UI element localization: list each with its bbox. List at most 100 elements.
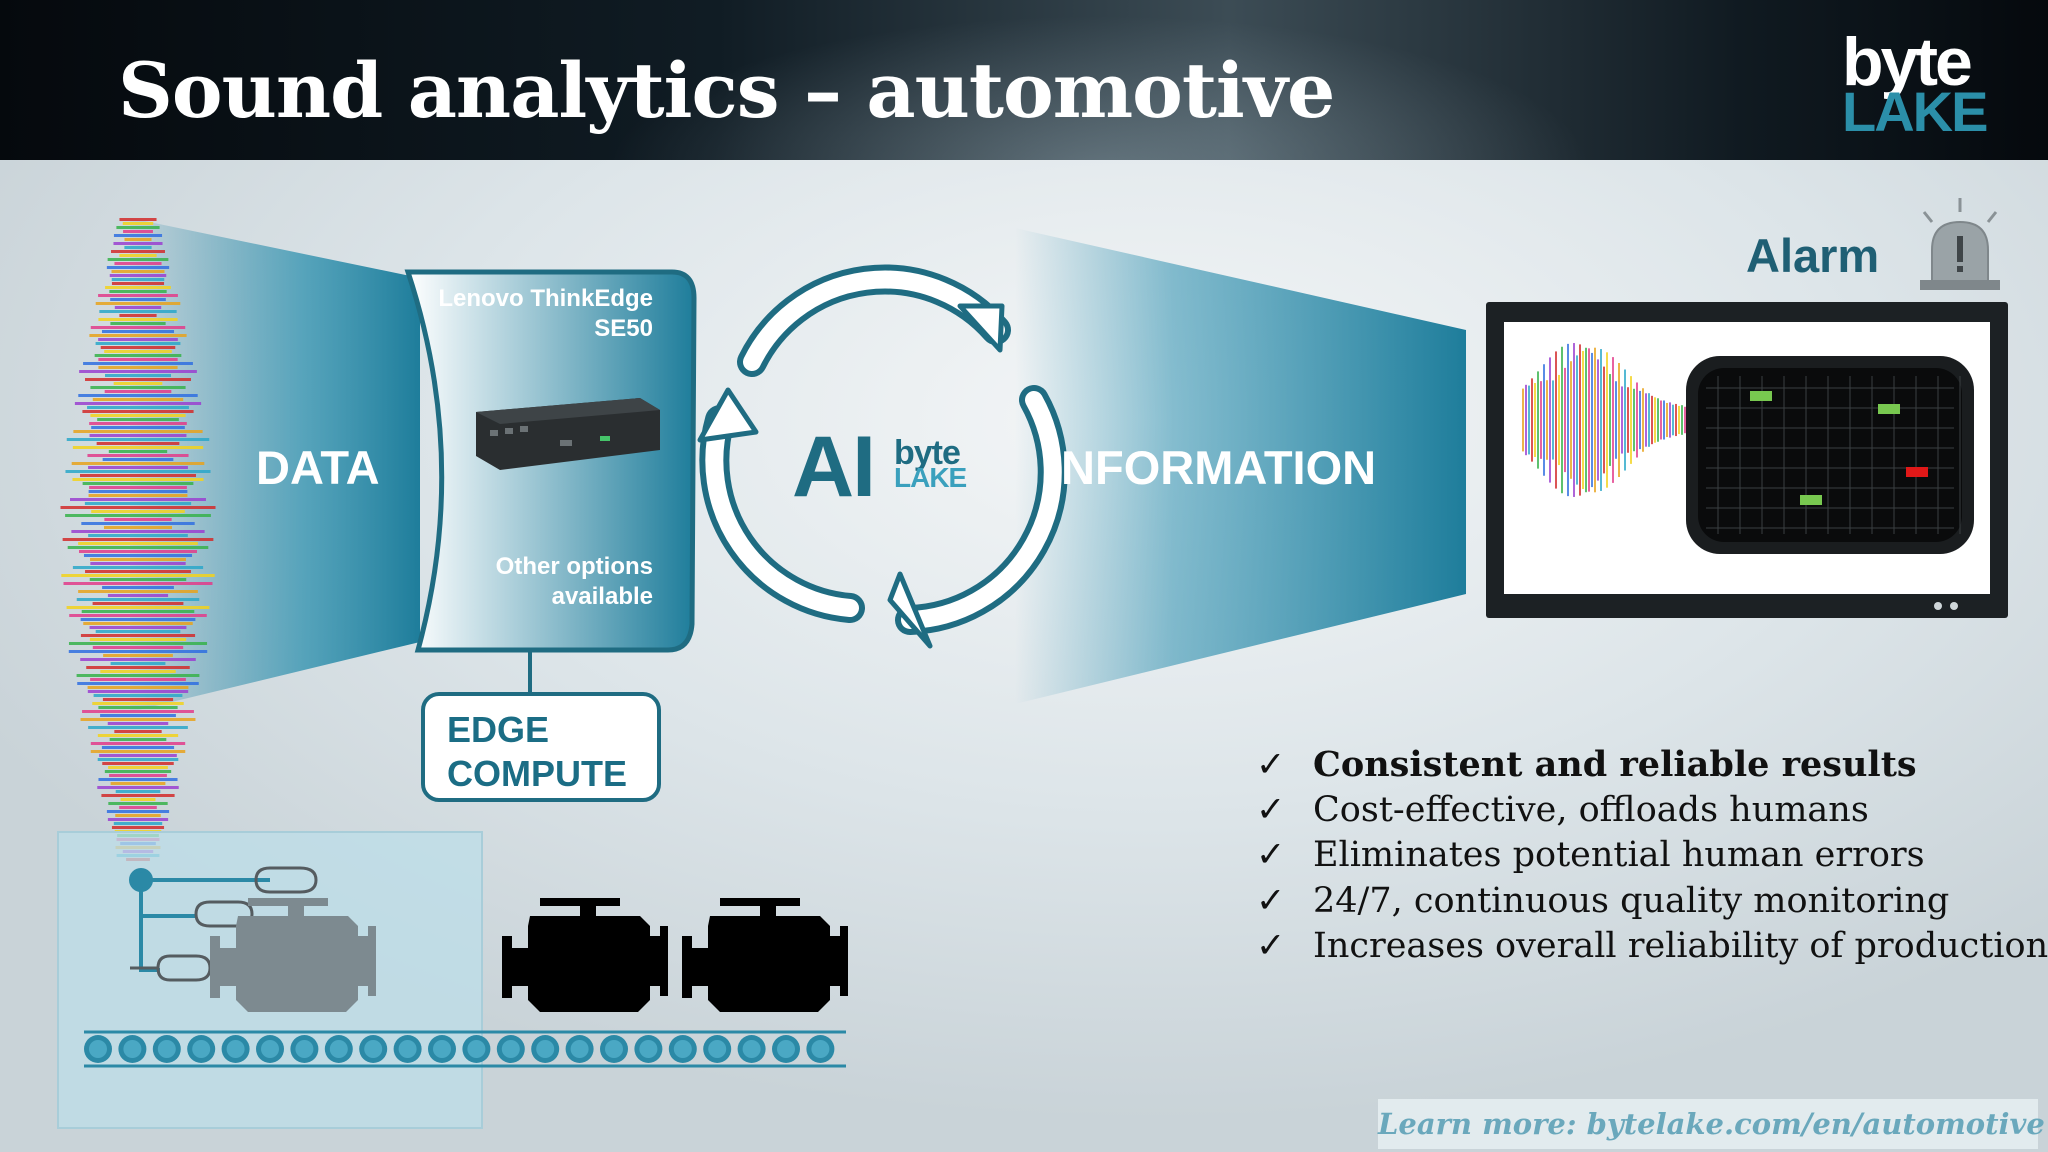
waveform-bar <box>89 638 187 641</box>
waveform-bar <box>83 622 193 625</box>
waveform-bar <box>66 438 210 441</box>
waveform-bar <box>83 554 193 557</box>
waveform-bar <box>91 426 185 429</box>
waveform-bar <box>90 558 186 561</box>
waveform-bar <box>90 414 186 417</box>
waveform-bar <box>101 330 175 333</box>
logo-lake-text: LAKE <box>1842 80 1988 143</box>
waveform-bar <box>63 582 213 585</box>
waveform-bar <box>70 498 206 501</box>
conveyor-roller-center <box>536 1040 555 1058</box>
waveform-bar <box>1549 357 1551 483</box>
waveform-bar <box>92 646 184 649</box>
waveform-bar <box>107 258 169 261</box>
learn-more-link[interactable]: Learn more: bytelake.com/en/automotive <box>1378 1099 2045 1149</box>
waveform-bar <box>89 626 187 629</box>
waveform-bar <box>80 474 196 477</box>
waveform-bar <box>103 654 173 657</box>
waveform-bar <box>1561 346 1563 494</box>
waveform-bar <box>86 666 190 669</box>
waveform-bar <box>100 670 176 673</box>
waveform-bar <box>71 530 205 533</box>
waveform-bar <box>1528 385 1530 455</box>
waveform-bar <box>1588 348 1590 492</box>
waveform-bar <box>108 802 168 805</box>
waveform-bar <box>1591 352 1593 488</box>
waveform-bar <box>1600 349 1602 491</box>
waveform-bar <box>1633 388 1635 452</box>
waveform-bar <box>104 390 172 393</box>
waveform-bar <box>111 826 165 829</box>
waveform-bar <box>107 594 169 597</box>
waveform-bar <box>109 774 167 777</box>
waveform-bar <box>89 578 187 581</box>
waveform-bar <box>1636 382 1638 458</box>
conveyor-roller-center <box>295 1040 314 1058</box>
waveform-bar <box>82 710 194 713</box>
benefit-text: Cost-effective, offloads humans <box>1313 789 1869 830</box>
engine-queued-icon <box>502 898 668 1012</box>
waveform-bar <box>95 302 181 305</box>
waveform-bar <box>1567 343 1569 497</box>
benefit-text: 24/7, continuous quality monitoring <box>1313 880 1950 921</box>
benefit-item: ✓Cost-effective, offloads humans <box>1256 788 2048 834</box>
slide-title: Sound analytics – automotive <box>118 46 1335 135</box>
waveform-bar <box>102 458 174 461</box>
waveform-bar <box>98 358 178 361</box>
ai-logo-lake-text: LAKE <box>894 462 967 493</box>
waveform-bar <box>1570 361 1572 479</box>
waveform-bar <box>94 354 182 357</box>
benefit-item: ✓Eliminates potential human errors <box>1256 833 2048 879</box>
waveform-bar <box>1537 371 1539 469</box>
conveyor-roller-center <box>329 1040 348 1058</box>
waveform-bar <box>98 778 178 781</box>
check-icon: ✓ <box>1256 745 1286 785</box>
waveform-bar <box>1642 388 1644 452</box>
conveyor-roller-center <box>157 1040 176 1058</box>
defect-grid <box>1686 356 1974 554</box>
waveform-bar <box>90 326 186 329</box>
waveform-bar <box>1678 405 1680 435</box>
waveform-bar <box>104 770 172 773</box>
waveform-bar <box>120 798 156 801</box>
waveform-bar <box>1531 378 1533 462</box>
waveform-bar <box>81 522 195 525</box>
waveform-bar <box>79 550 197 553</box>
waveform-bar <box>87 454 189 457</box>
device-name-label: Lenovo ThinkEdge SE50 <box>438 285 653 342</box>
waveform-bar <box>1666 402 1668 438</box>
waveform-bar <box>89 434 187 437</box>
waveform-bar <box>1564 367 1566 473</box>
waveform-bar <box>89 334 187 337</box>
waveform-bar <box>96 442 180 445</box>
waveform-bar <box>80 618 196 621</box>
information-label: INFORMATION <box>1048 441 1377 494</box>
waveform-bar <box>1627 387 1629 453</box>
waveform-bar <box>104 350 172 353</box>
conveyor-roller-center <box>226 1040 245 1058</box>
waveform-bar <box>61 574 215 577</box>
waveform-bar <box>97 786 179 789</box>
waveform-bar <box>97 734 179 737</box>
waveform-bar <box>1576 355 1578 485</box>
benefit-item: ✓24/7, continuous quality monitoring <box>1256 879 2048 925</box>
waveform-bar <box>66 606 210 609</box>
waveform-bar <box>107 818 169 821</box>
waveform-bar <box>104 526 172 529</box>
data-label: DATA <box>256 441 380 494</box>
waveform-bar <box>90 562 186 565</box>
waveform-bar <box>78 394 198 397</box>
waveform-bar <box>1663 400 1665 440</box>
sound-waveform <box>60 218 216 861</box>
ai-bytelake-logo: byte LAKE <box>894 436 1014 506</box>
waveform-bar <box>108 766 168 769</box>
conveyor-roller-center <box>123 1040 142 1058</box>
waveform-bar <box>100 346 176 349</box>
conveyor-roller-center <box>673 1040 692 1058</box>
benefit-item: ✓Increases overall reliability of produc… <box>1256 924 2048 970</box>
waveform-bar <box>119 314 157 317</box>
ai-label: AI <box>792 419 876 515</box>
waveform-bar <box>1543 364 1545 476</box>
waveform-bar <box>110 298 166 301</box>
